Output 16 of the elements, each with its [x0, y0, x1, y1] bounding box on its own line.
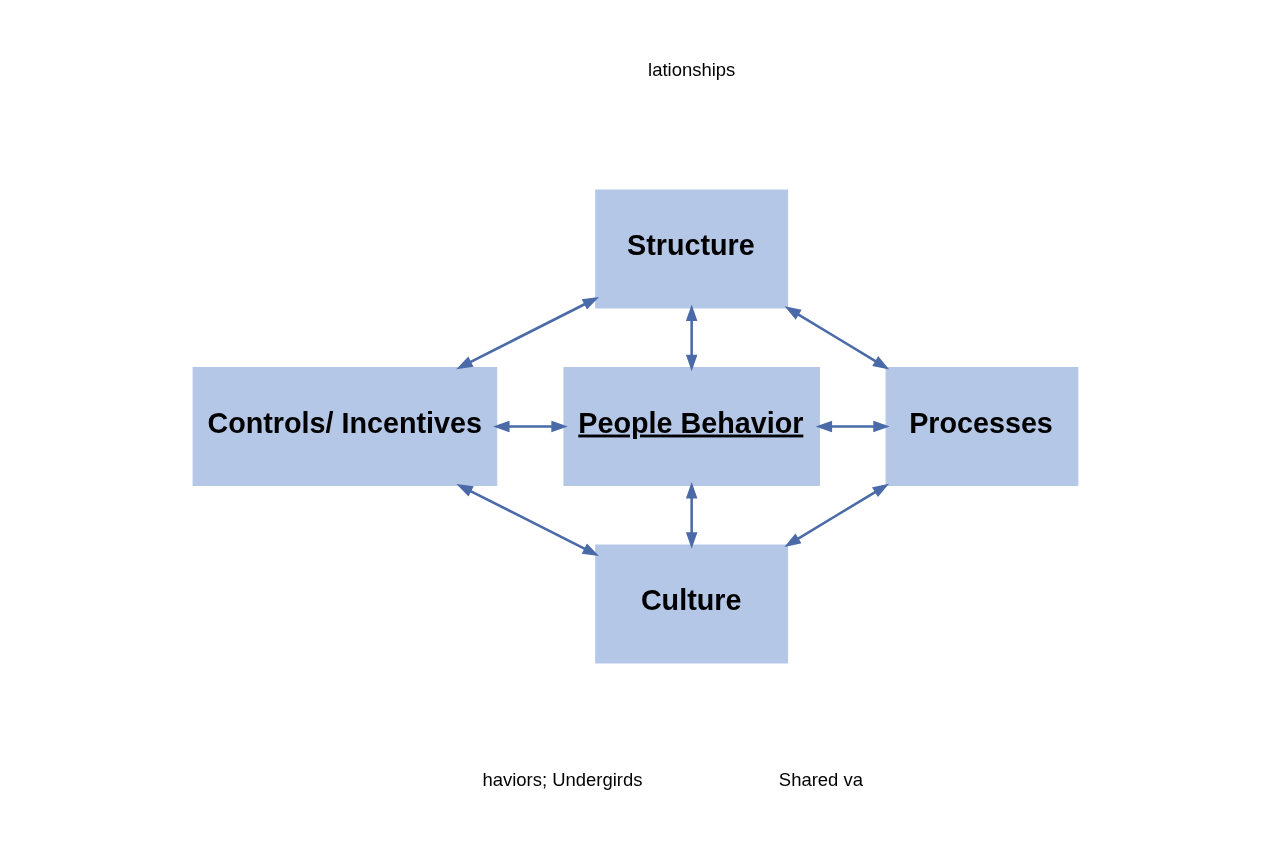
- label: Shared va: [778, 768, 863, 790]
- node-box: Structure: [594, 189, 788, 309]
- arrow: [783, 483, 889, 547]
- node-box: Culture: [594, 544, 788, 664]
- arrow: [685, 304, 697, 372]
- arrow: [455, 296, 599, 370]
- label: haviors; Undergirds: [481, 768, 642, 790]
- label: lationships: [647, 59, 735, 81]
- arrow: [815, 420, 890, 433]
- node-box: Processes: [885, 367, 1078, 486]
- node-box: Controls/ Incentives: [192, 367, 497, 486]
- arrow: [685, 482, 697, 549]
- node-box: People Behavior: [562, 367, 820, 486]
- arrow: [455, 483, 599, 557]
- arrow: [492, 420, 568, 433]
- arrow: [784, 306, 889, 370]
